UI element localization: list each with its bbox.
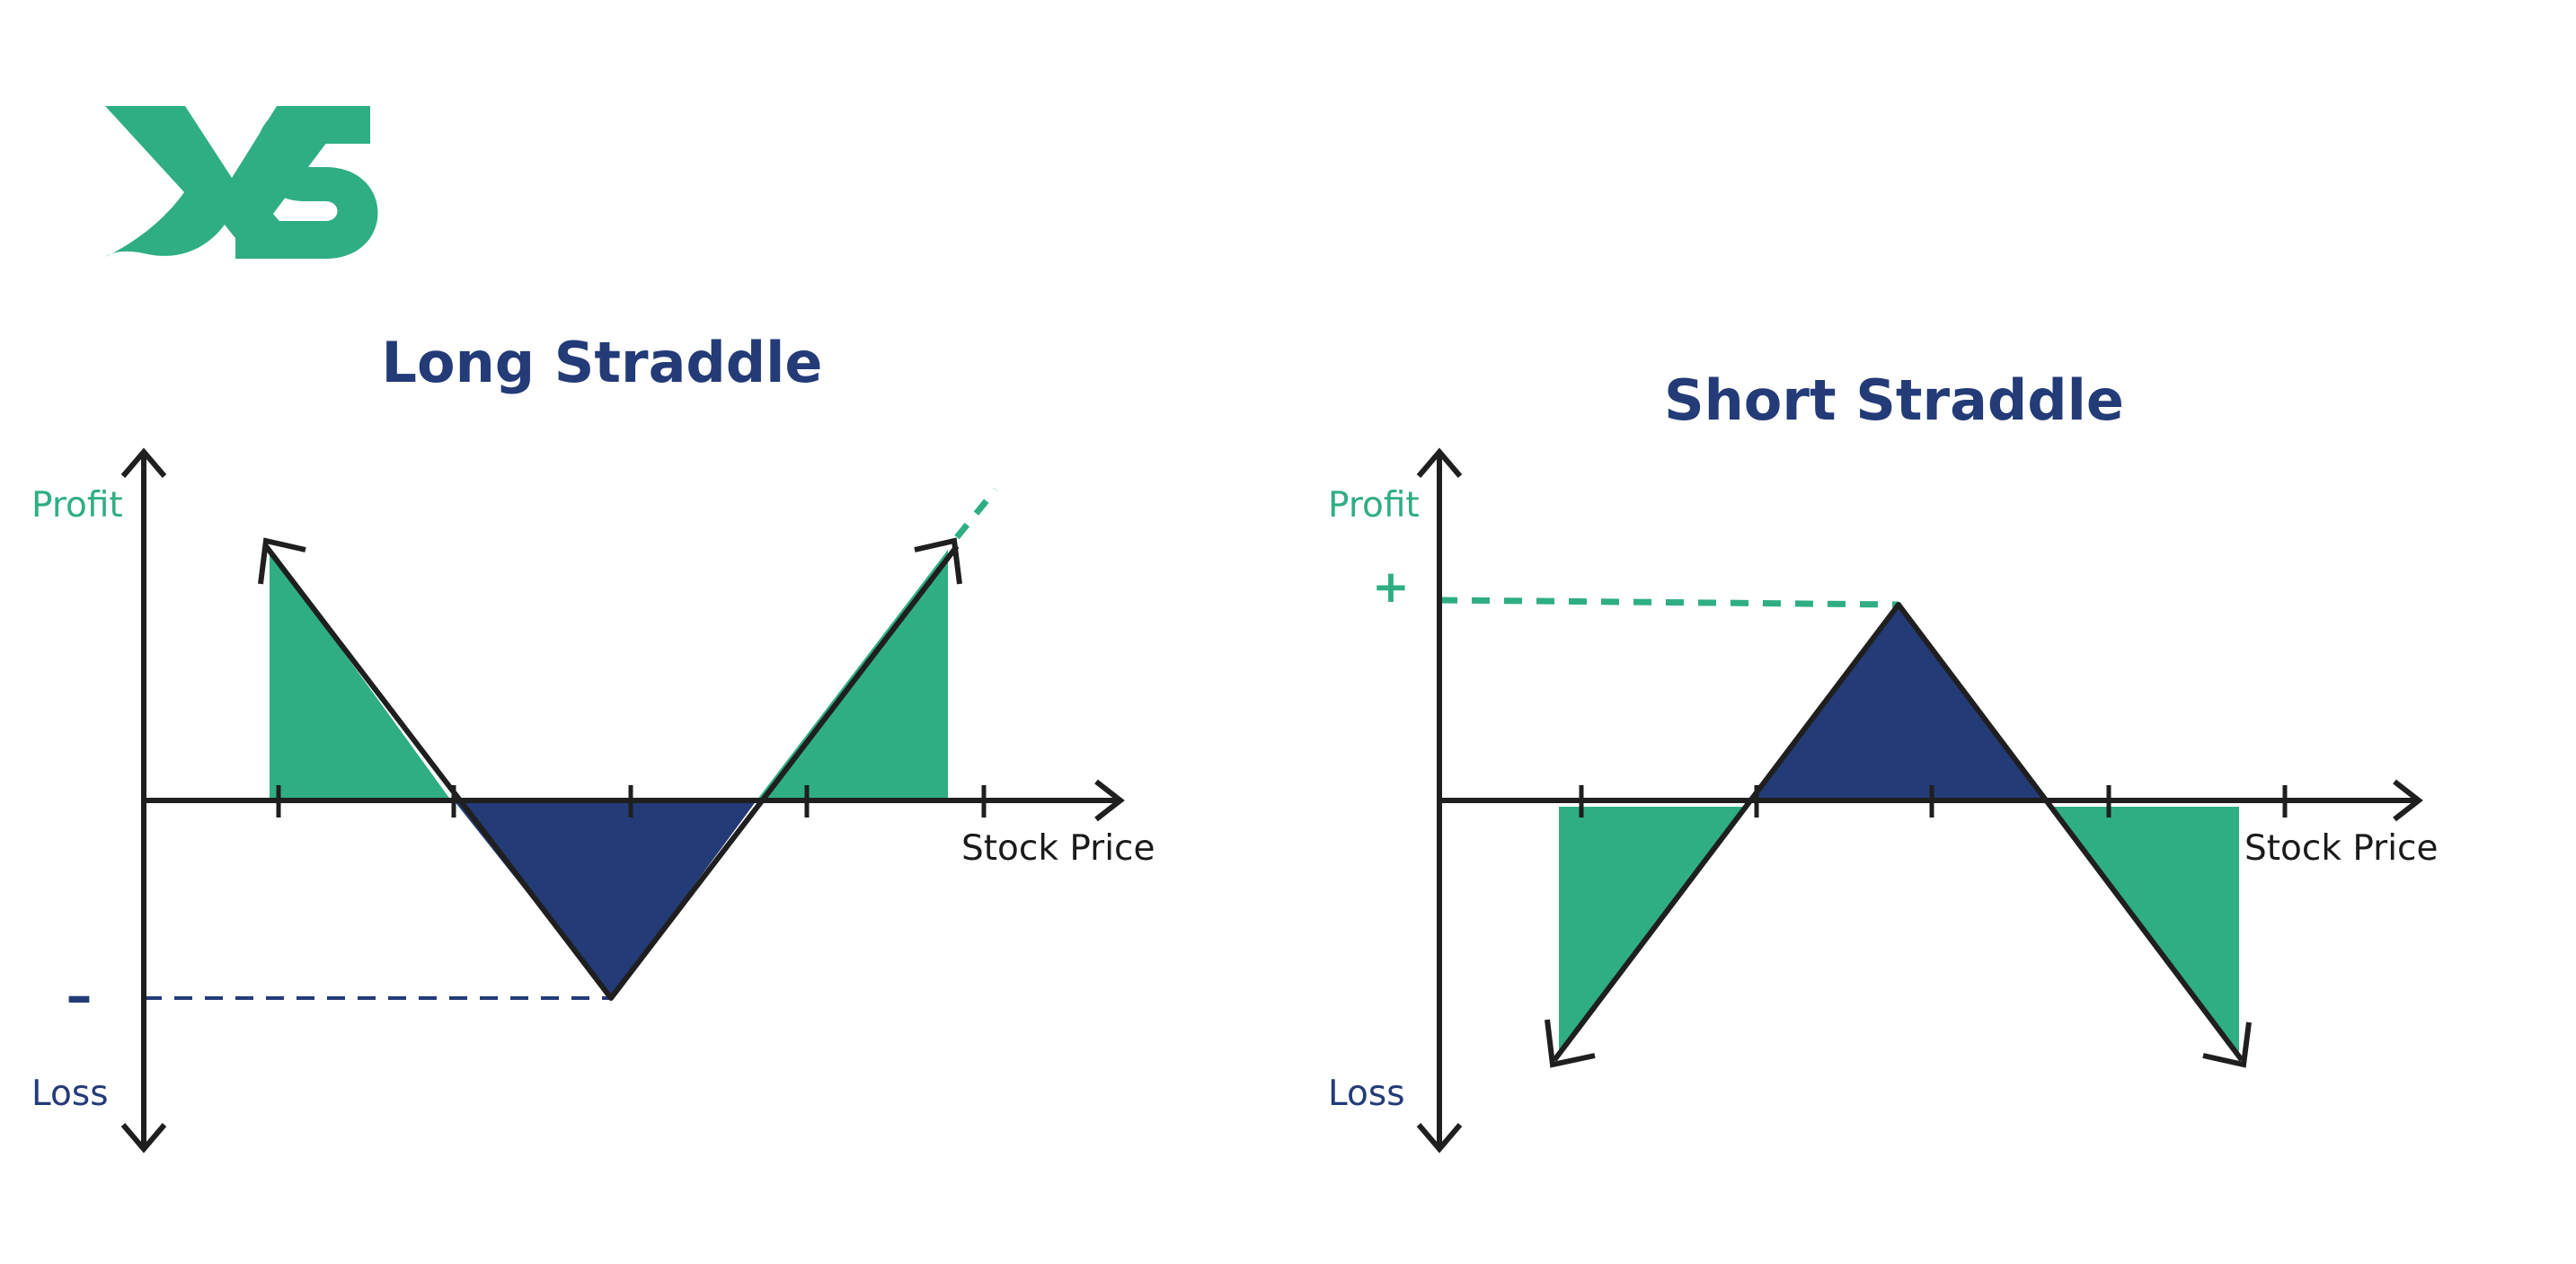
short-straddle-x-arrow: [2393, 779, 2423, 822]
long-straddle-title: Long Straddle: [382, 330, 823, 395]
long-straddle-x-label: Stock Price: [961, 828, 1155, 869]
long-straddle-profit-label: Profit: [31, 485, 123, 526]
short-straddle-profit-marker: +: [1372, 561, 1410, 613]
short-straddle-profit-label: Profit: [1328, 485, 1420, 526]
long-straddle-y-arrow-down: [120, 1123, 167, 1154]
long-straddle-profit-extension: [954, 487, 998, 540]
short-straddle-loss-label: Loss: [1328, 1074, 1405, 1114]
short-straddle-title: Short Straddle: [1664, 367, 2124, 433]
long-straddle-x-arrow: [1094, 779, 1125, 822]
long-straddle-payoff-line: [263, 544, 960, 1001]
xs-logo: [105, 106, 378, 260]
long-straddle-arrowhead-right: [914, 537, 962, 585]
long-straddle-loss-marker: –: [66, 965, 93, 1026]
short-straddle-x-label: Stock Price: [2244, 828, 2438, 869]
long-straddle-y-arrow-up: [120, 447, 167, 478]
long-straddle-profit-region-right: [757, 550, 948, 800]
short-straddle-profit-region: [1752, 605, 2044, 800]
short-straddle-payoff-line: [1552, 602, 2244, 1062]
short-straddle-x-ticks: [1579, 785, 2288, 818]
long-straddle-loss-label: Loss: [31, 1074, 109, 1114]
xs-logo-s: [235, 106, 378, 259]
long-straddle-loss-region: [454, 800, 757, 998]
short-straddle-y-arrow-down: [1416, 1123, 1463, 1154]
long-straddle-arrowhead-left: [258, 537, 306, 585]
long-straddle-x-ticks: [276, 785, 987, 818]
short-straddle-arrowhead-left: [1545, 1019, 1596, 1068]
short-straddle-max-profit-line: [1438, 597, 1899, 608]
short-straddle-arrowhead-right: [2202, 1021, 2252, 1068]
short-straddle-diagram: Short Straddle + Profit Loss Stock Pri: [1328, 367, 2438, 1154]
short-straddle-y-arrow-up: [1416, 447, 1463, 478]
long-straddle-diagram: Long Straddle – Profit Los: [31, 330, 1155, 1154]
